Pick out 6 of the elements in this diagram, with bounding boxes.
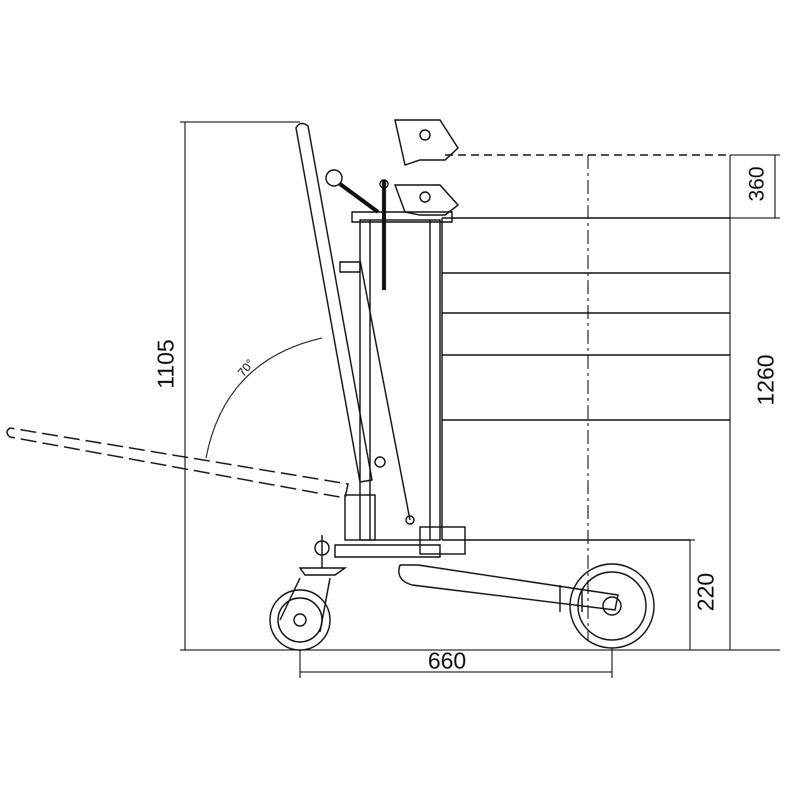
angle-label: 70°	[236, 357, 256, 379]
dimension-label: 660	[428, 650, 466, 672]
dimension-label: 1260	[754, 354, 778, 406]
dimension-label: 360	[746, 166, 768, 202]
dimension-label: 220	[694, 572, 718, 612]
dimension-label: 1105	[154, 339, 178, 389]
